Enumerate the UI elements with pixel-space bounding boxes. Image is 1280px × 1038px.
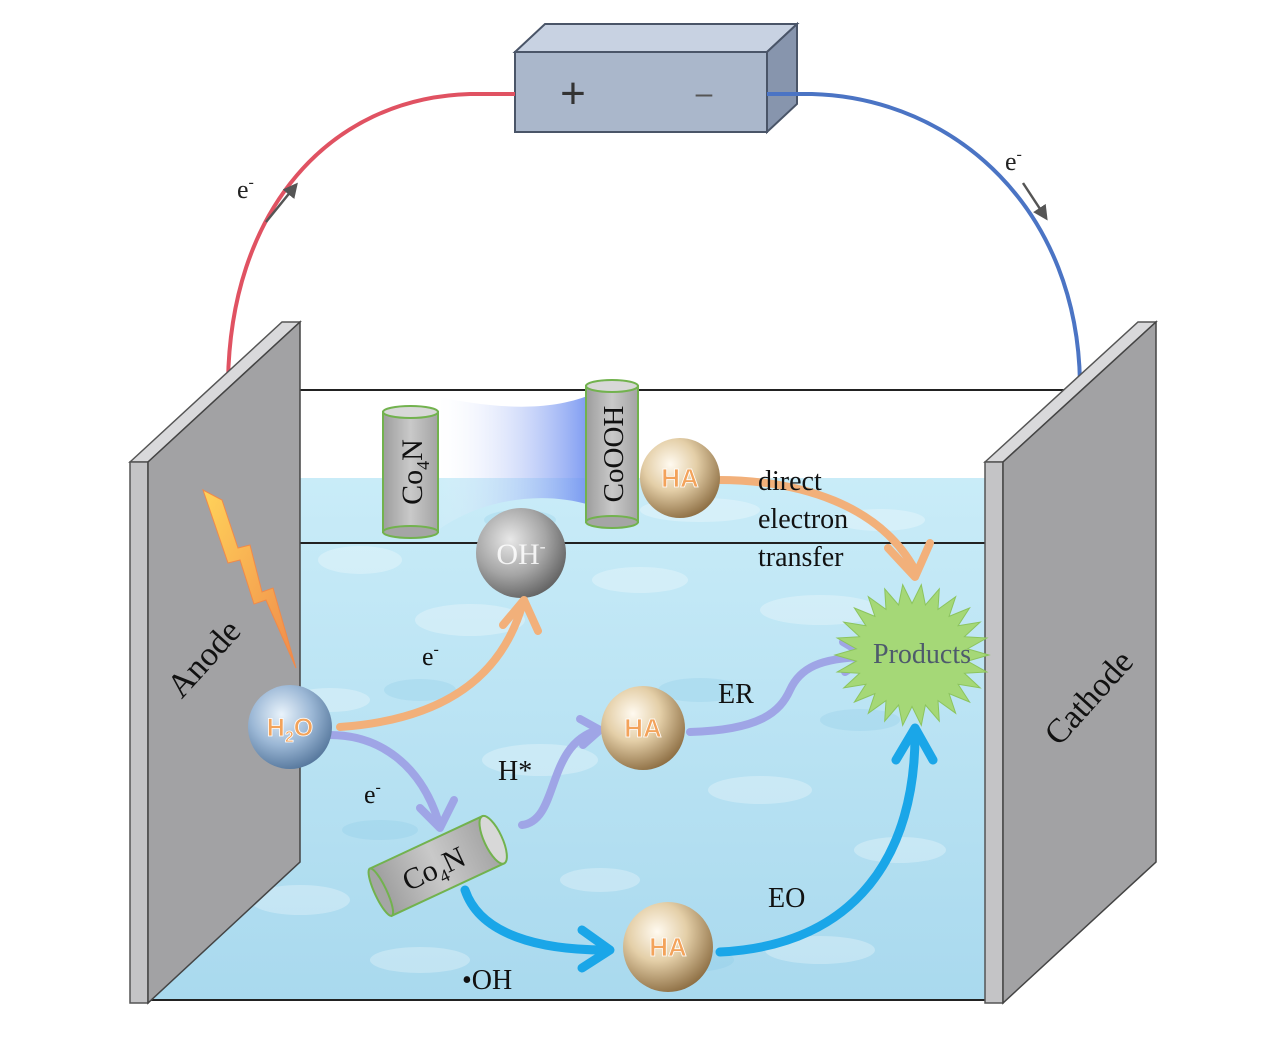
direct-electron-transfer-label: direct electron transfer xyxy=(758,466,848,573)
water-to-co4n-arrow xyxy=(326,731,458,832)
cooh-label: CoOOH xyxy=(598,406,630,503)
battery-plus-label: + xyxy=(560,69,586,118)
co4n-to-ha-arrow xyxy=(460,885,615,973)
ha-sphere-top: HA xyxy=(640,438,720,518)
water-body xyxy=(148,478,988,1000)
arrow-down-right-icon xyxy=(1021,182,1048,221)
electron-label-lower: e- xyxy=(364,779,381,809)
co4n-bottom-cylinder: Co4N xyxy=(367,814,508,918)
svg-text:e-: e- xyxy=(1005,146,1022,176)
er-label: ER xyxy=(718,679,754,710)
direct-electron-transfer-arrow xyxy=(714,476,934,581)
lightning-bolt-icon xyxy=(202,488,297,669)
ha-sphere-bottom: HA xyxy=(623,902,713,992)
battery: + – xyxy=(512,21,800,135)
eo-label: EO xyxy=(768,883,805,914)
water-to-hydroxide-arrow xyxy=(336,596,542,731)
electron-flow-right: e- xyxy=(1005,146,1048,221)
ha-sphere-middle: HA xyxy=(601,686,685,770)
wire-anode xyxy=(226,92,515,389)
battery-minus-label: – xyxy=(696,77,713,110)
svg-text:Co4N: Co4N xyxy=(396,439,433,505)
hydrogen-to-ha-arrow xyxy=(518,715,604,829)
cooh-cylinder: CoOOH xyxy=(585,379,639,529)
svg-text:direct: direct xyxy=(758,466,822,497)
arrow-up-right-icon xyxy=(265,182,298,223)
svg-text:e-: e- xyxy=(237,174,254,204)
conversion-fan xyxy=(438,395,590,530)
cathode-electrode: Cathode xyxy=(983,320,1158,1005)
svg-text:H2O: H2O xyxy=(267,714,313,746)
water-molecule-sphere: H2O xyxy=(248,685,332,769)
svg-text:HA: HA xyxy=(624,713,662,743)
svg-text:HA: HA xyxy=(661,463,699,493)
svg-text:transfer: transfer xyxy=(758,542,844,573)
electron-label-upper: e- xyxy=(422,641,439,671)
electron-flow-left: e- xyxy=(237,174,298,223)
wire-cathode xyxy=(767,92,1082,389)
svg-text:electron: electron xyxy=(758,504,848,535)
products-starburst: Products xyxy=(833,583,991,727)
products-label: Products xyxy=(873,639,971,670)
svg-text:HA: HA xyxy=(649,932,687,962)
anode-electrode: Anode xyxy=(128,320,302,1005)
h-star-label: H* xyxy=(498,756,532,787)
svg-text:OH-: OH- xyxy=(496,536,545,571)
eo-arrow xyxy=(715,723,938,957)
co4n-top-cylinder: Co4N xyxy=(382,405,439,539)
hydroxyl-radical-label: •OH xyxy=(462,965,512,996)
hydroxide-sphere: OH- xyxy=(476,508,566,598)
